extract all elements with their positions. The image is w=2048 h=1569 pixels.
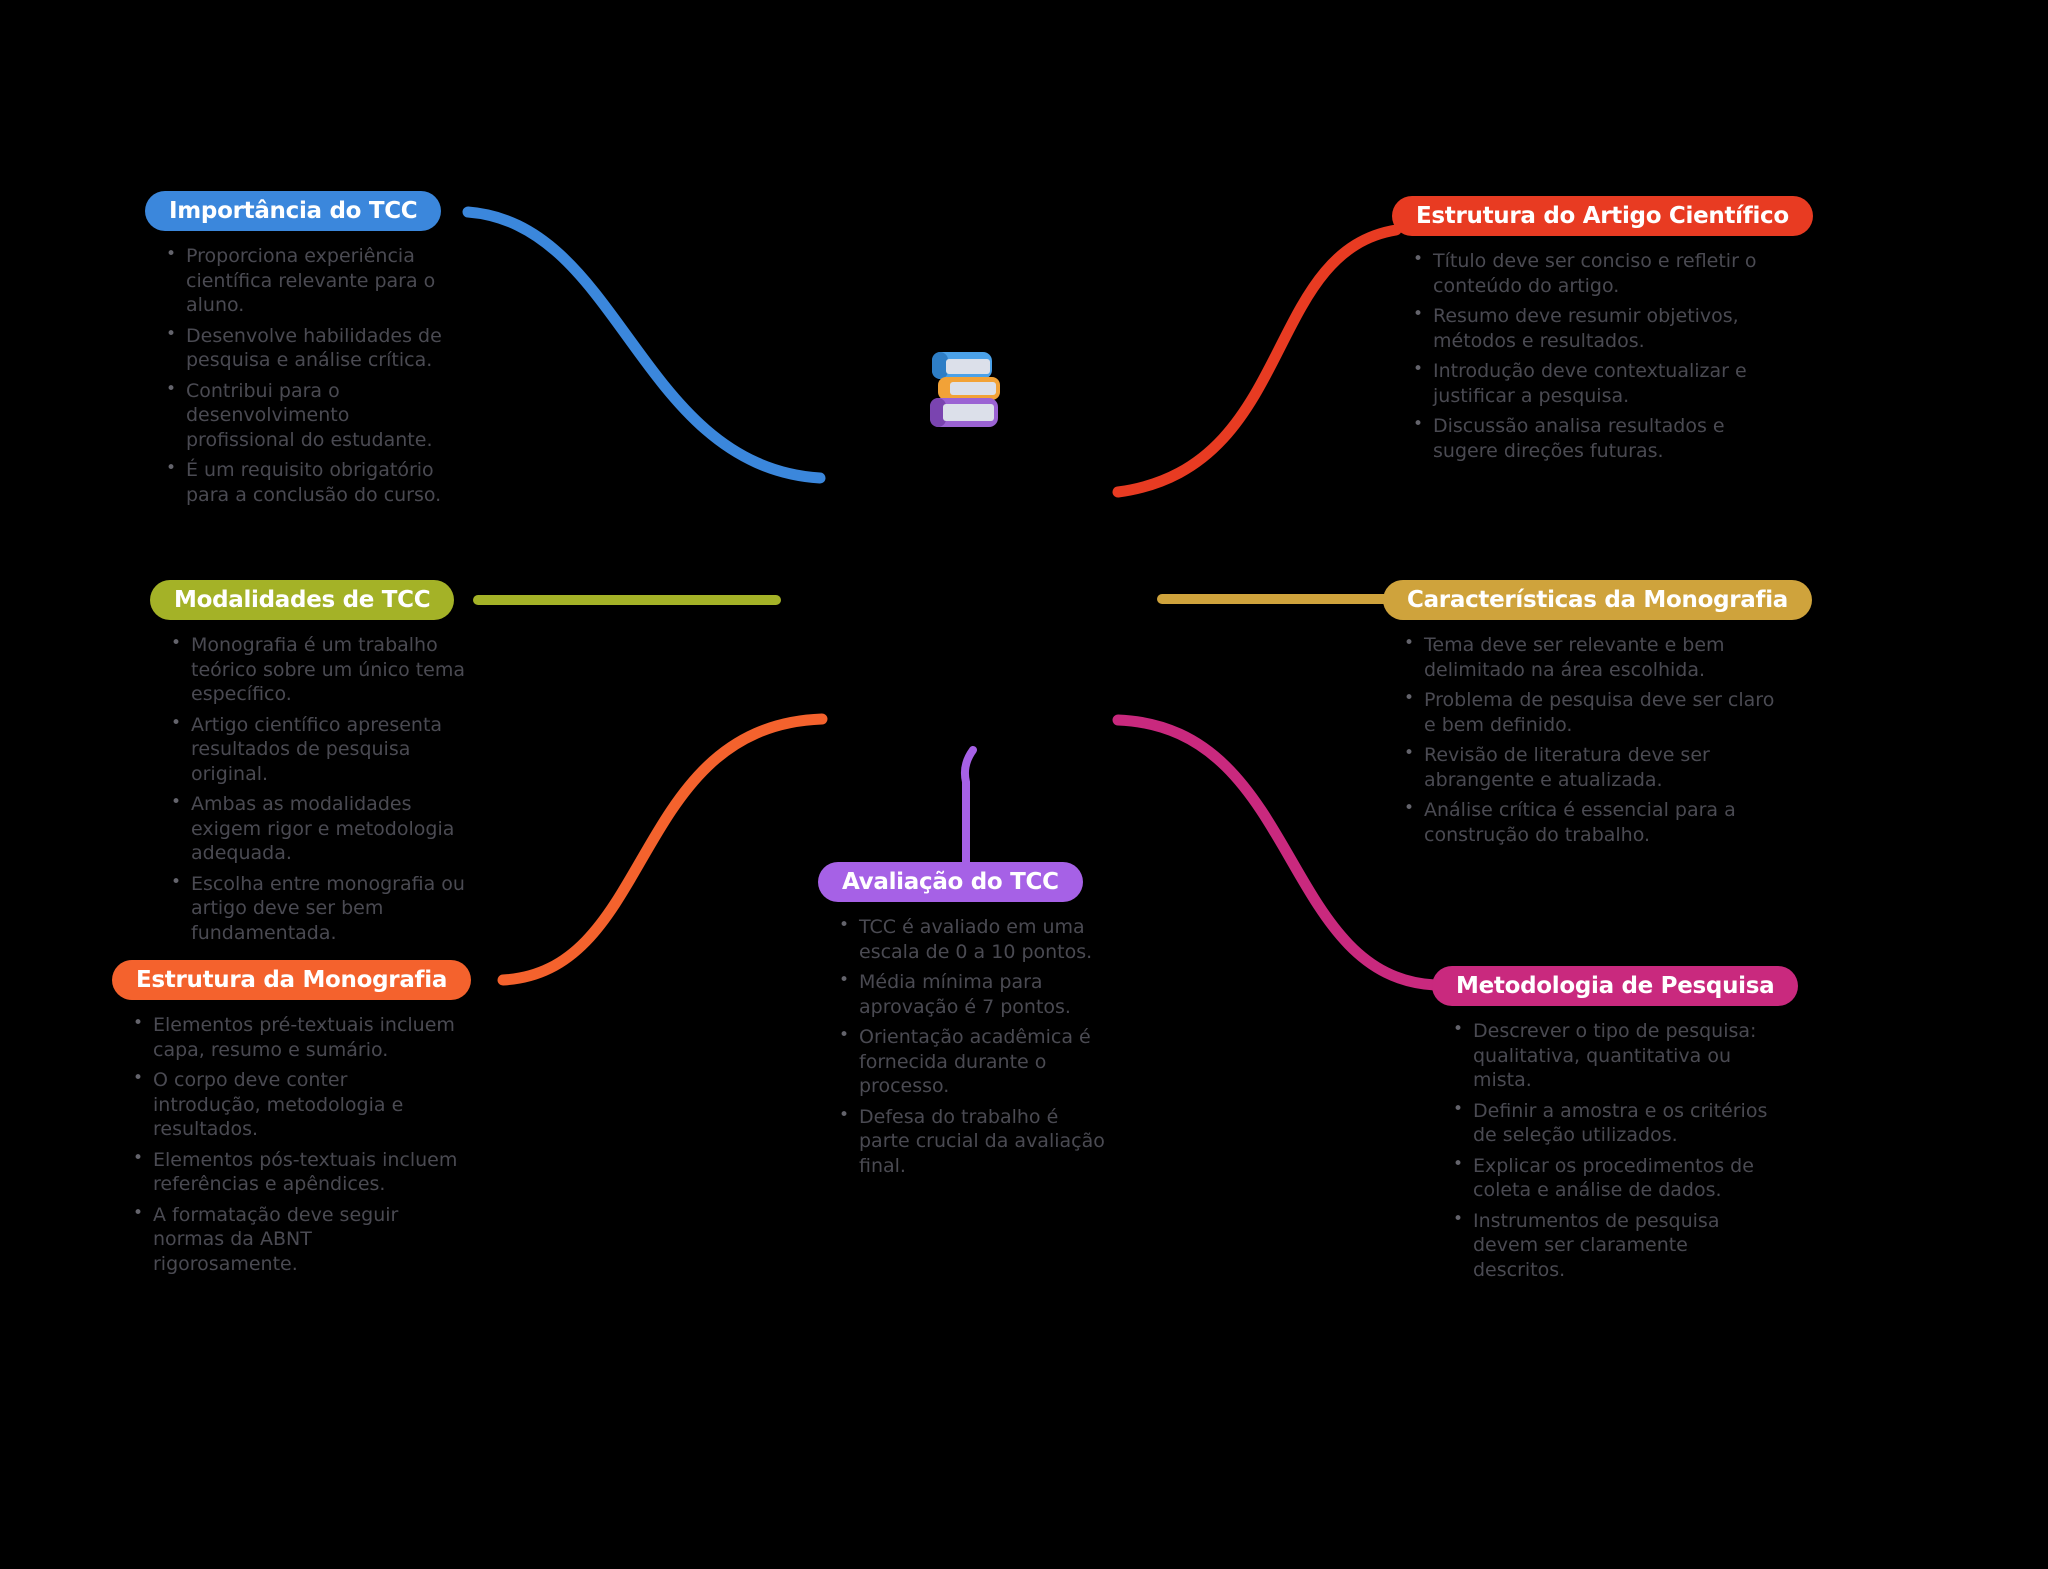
bullet-item: Elementos pré-textuais incluem capa, res…: [130, 1013, 460, 1062]
node-title: Modalidades de TCC: [174, 587, 431, 613]
bullet-item: Tema deve ser relevante e bem delimitado…: [1401, 633, 1776, 682]
node-title: Avaliação do TCC: [842, 869, 1059, 895]
bullet-list: Descrever o tipo de pesquisa: qualitativ…: [1450, 1019, 1770, 1282]
node-caracteristicas-da-monografia: Características da Monografia Tema deve …: [1383, 580, 1813, 853]
bullet-item: Revisão de literatura deve ser abrangent…: [1401, 743, 1776, 792]
node-title: Estrutura do Artigo Científico: [1416, 203, 1789, 229]
node-modalidades-de-tcc: Modalidades de TCC Monografia é um traba…: [150, 580, 468, 951]
connector-metodologia: [1112, 714, 1441, 991]
bullet-item: Resumo deve resumir objetivos, métodos e…: [1410, 304, 1795, 353]
bullet-list: Título deve ser conciso e refletir o con…: [1410, 249, 1795, 463]
bullet-item: Título deve ser conciso e refletir o con…: [1410, 249, 1795, 298]
node-title-pill-importancia[interactable]: Importância do TCC: [145, 191, 442, 231]
bullet-item: Problema de pesquisa deve ser claro e be…: [1401, 688, 1776, 737]
bullet-item: Análise crítica é essencial para a const…: [1401, 798, 1776, 847]
books-icon[interactable]: [926, 349, 1000, 429]
bullet-item: Discussão analisa resultados e sugere di…: [1410, 414, 1795, 463]
bullet-item: Escolha entre monografia ou artigo deve …: [168, 872, 468, 946]
bullet-item: O corpo deve conter introdução, metodolo…: [130, 1068, 460, 1142]
bullet-item: Defesa do trabalho é parte crucial da av…: [836, 1105, 1111, 1179]
bullet-item: Descrever o tipo de pesquisa: qualitativ…: [1450, 1019, 1770, 1093]
bullet-item: Definir a amostra e os critérios de sele…: [1450, 1099, 1770, 1148]
bullet-item: Ambas as modalidades exigem rigor e meto…: [168, 792, 468, 866]
node-avaliacao-do-tcc: Avaliação do TCC TCC é avaliado em uma e…: [818, 862, 1111, 1184]
node-title-pill-metodologia[interactable]: Metodologia de Pesquisa: [1432, 966, 1799, 1006]
node-estrutura-da-monografia: Estrutura da Monografia Elementos pré-te…: [112, 960, 472, 1282]
bullet-item: Explicar os procedimentos de coleta e an…: [1450, 1154, 1770, 1203]
bullet-list: Proporciona experiência científica relev…: [163, 244, 448, 507]
node-importancia-do-tcc: Importância do TCC Proporciona experiênc…: [145, 191, 448, 513]
node-title: Importância do TCC: [169, 198, 418, 224]
node-title-pill-caracteristicas[interactable]: Características da Monografia: [1383, 580, 1813, 620]
bullet-item: A formatação deve seguir normas da ABNT …: [130, 1203, 460, 1277]
node-title-pill-avaliacao[interactable]: Avaliação do TCC: [818, 862, 1083, 902]
node-title-pill-estrutura-artigo[interactable]: Estrutura do Artigo Científico: [1392, 196, 1813, 236]
node-title: Metodologia de Pesquisa: [1456, 973, 1775, 999]
bullet-list: Elementos pré-textuais incluem capa, res…: [130, 1013, 460, 1276]
connector-estrutura-monografia: [497, 713, 828, 986]
bullet-list: TCC é avaliado em uma escala de 0 a 10 p…: [836, 915, 1111, 1178]
bullet-item: Instrumentos de pesquisa devem ser clara…: [1450, 1209, 1770, 1283]
node-title: Estrutura da Monografia: [136, 967, 448, 993]
bullet-item: Contribui para o desenvolvimento profiss…: [163, 379, 448, 453]
bullet-item: Introdução deve contextualizar e justifi…: [1410, 359, 1795, 408]
connector-importancia: [462, 206, 826, 484]
node-estrutura-do-artigo-cientifico: Estrutura do Artigo Científico Título de…: [1392, 196, 1813, 469]
bullet-item: Proporciona experiência científica relev…: [163, 244, 448, 318]
bullet-item: TCC é avaliado em uma escala de 0 a 10 p…: [836, 915, 1111, 964]
connector-avaliacao: [960, 746, 977, 870]
bullet-list: Monografia é um trabalho teórico sobre u…: [168, 633, 468, 945]
node-title-pill-estrutura-monografia[interactable]: Estrutura da Monografia: [112, 960, 472, 1000]
node-title-pill-modalidades[interactable]: Modalidades de TCC: [150, 580, 455, 620]
bullet-item: Monografia é um trabalho teórico sobre u…: [168, 633, 468, 707]
bullet-item: Artigo científico apresenta resultados d…: [168, 713, 468, 787]
node-title: Características da Monografia: [1407, 587, 1789, 613]
bullet-item: Elementos pós-textuais incluem referênci…: [130, 1148, 460, 1197]
bullet-item: Desenvolve habilidades de pesquisa e aná…: [163, 324, 448, 373]
bullet-item: Média mínima para aprovação é 7 pontos.: [836, 970, 1111, 1019]
bullet-item: Orientação acadêmica é fornecida durante…: [836, 1025, 1111, 1099]
connector-estrutura-artigo: [1112, 224, 1402, 498]
bullet-item: É um requisito obrigatório para a conclu…: [163, 458, 448, 507]
node-metodologia-de-pesquisa: Metodologia de Pesquisa Descrever o tipo…: [1432, 966, 1799, 1288]
bullet-list: Tema deve ser relevante e bem delimitado…: [1401, 633, 1776, 847]
